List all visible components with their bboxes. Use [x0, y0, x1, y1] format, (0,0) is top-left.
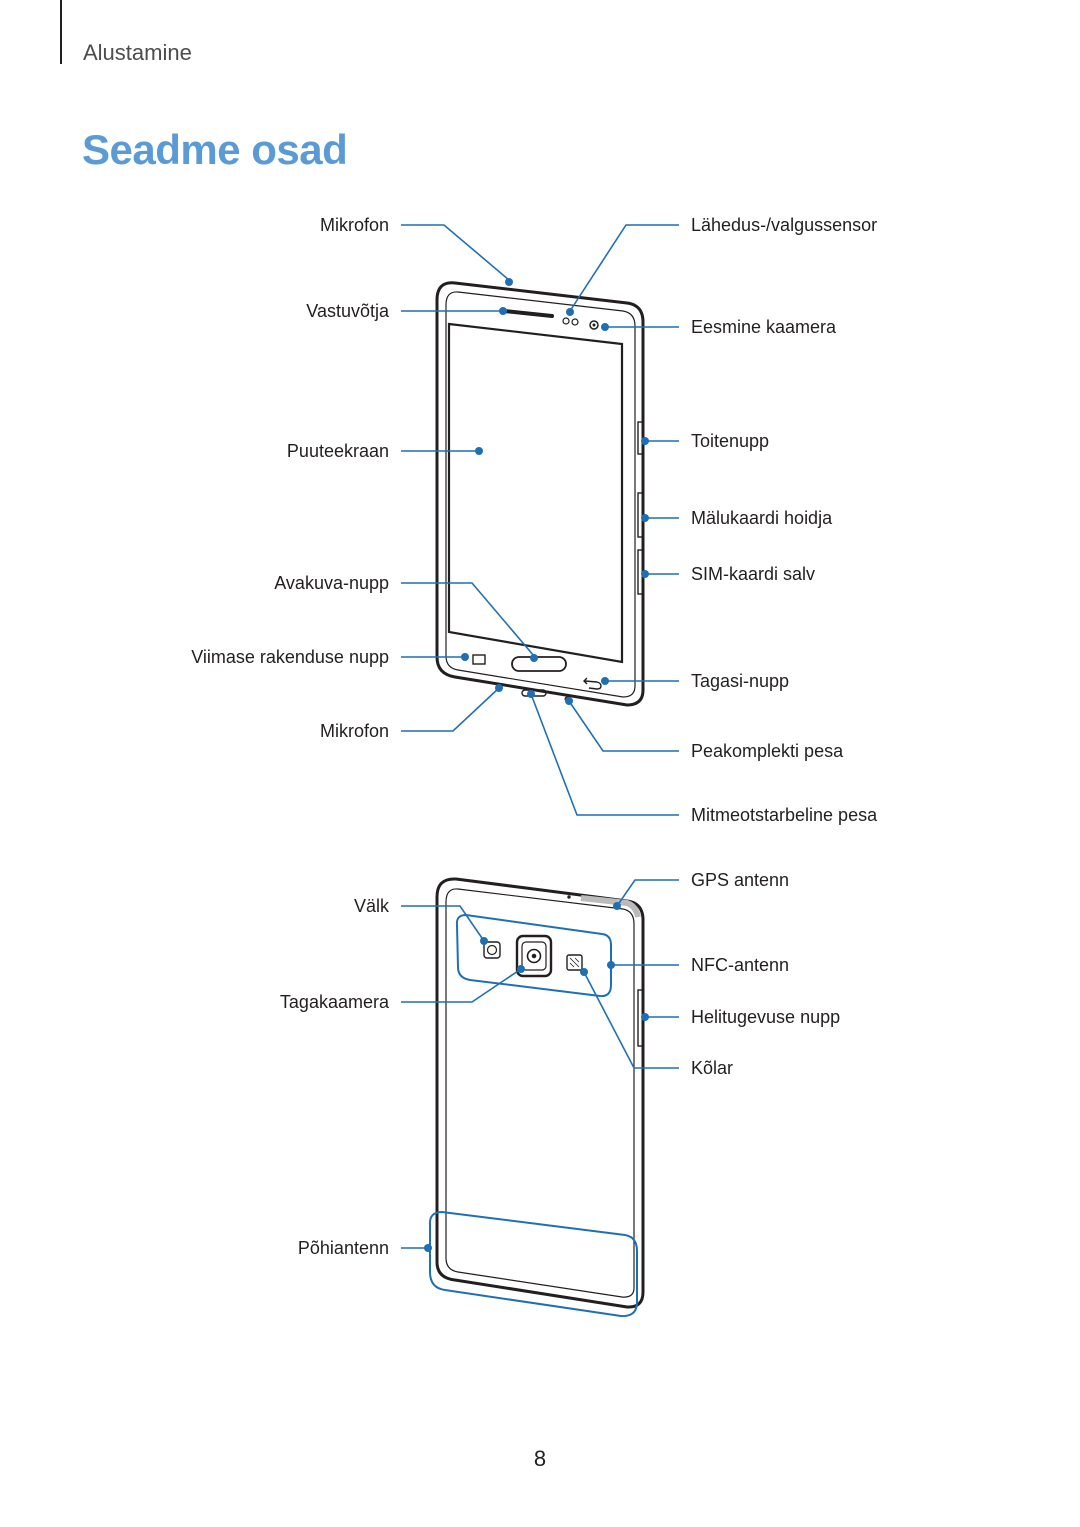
label-multipurpose-jack: Mitmeotstarbeline pesa — [691, 805, 878, 825]
label-recent-apps: Viimase rakenduse nupp — [191, 647, 389, 667]
front-phone — [435, 281, 645, 707]
label-earpiece: Vastuvõtja — [306, 301, 389, 321]
label-headset-jack: Peakomplekti pesa — [691, 741, 844, 761]
nfc-antenna-area — [455, 913, 612, 998]
antenna-outlines — [428, 913, 638, 1318]
label-gps-antenna: GPS antenn — [691, 870, 790, 890]
label-mic-bottom: Mikrofon — [319, 721, 389, 741]
main-antenna-area — [428, 1210, 638, 1318]
label-flash: Välk — [353, 896, 389, 916]
label-volume-button: Helitugevuse nupp — [691, 1007, 841, 1027]
label-rear-camera: Tagakaamera — [279, 992, 389, 1012]
label-nfc-antenna: NFC-antenn — [691, 955, 790, 975]
page-number: 8 — [533, 1446, 547, 1471]
label-speaker: Kõlar — [691, 1058, 734, 1078]
label-back-button: Tagasi-nupp — [691, 671, 790, 691]
label-home-button: Avakuva-nupp — [274, 573, 389, 593]
rear-camera-shape — [515, 934, 553, 978]
home-button-shape — [511, 656, 567, 672]
header-rule — [60, 0, 62, 64]
label-power-button: Toitenupp — [691, 431, 770, 451]
section-title: Alustamine — [83, 40, 192, 65]
earpiece-grille — [502, 309, 554, 318]
callout-dots — [424, 278, 649, 1252]
front-screen — [447, 322, 624, 664]
label-main-antenna: Põhiantenn — [297, 1238, 389, 1258]
label-front-camera: Eesmine kaamera — [691, 317, 837, 337]
label-sim-tray: SIM-kaardi salv — [691, 564, 816, 584]
page-title: Seadme osad — [82, 126, 348, 173]
label-mic-top: Mikrofon — [319, 215, 389, 235]
label-touchscreen: Puuteekraan — [286, 441, 389, 461]
label-memory-card-tray: Mälukaardi hoidja — [691, 508, 833, 528]
back-phone — [435, 877, 645, 1309]
callout-lines — [401, 224, 679, 1249]
label-proximity-sensor: Lähedus-/valgussensor — [691, 215, 878, 235]
